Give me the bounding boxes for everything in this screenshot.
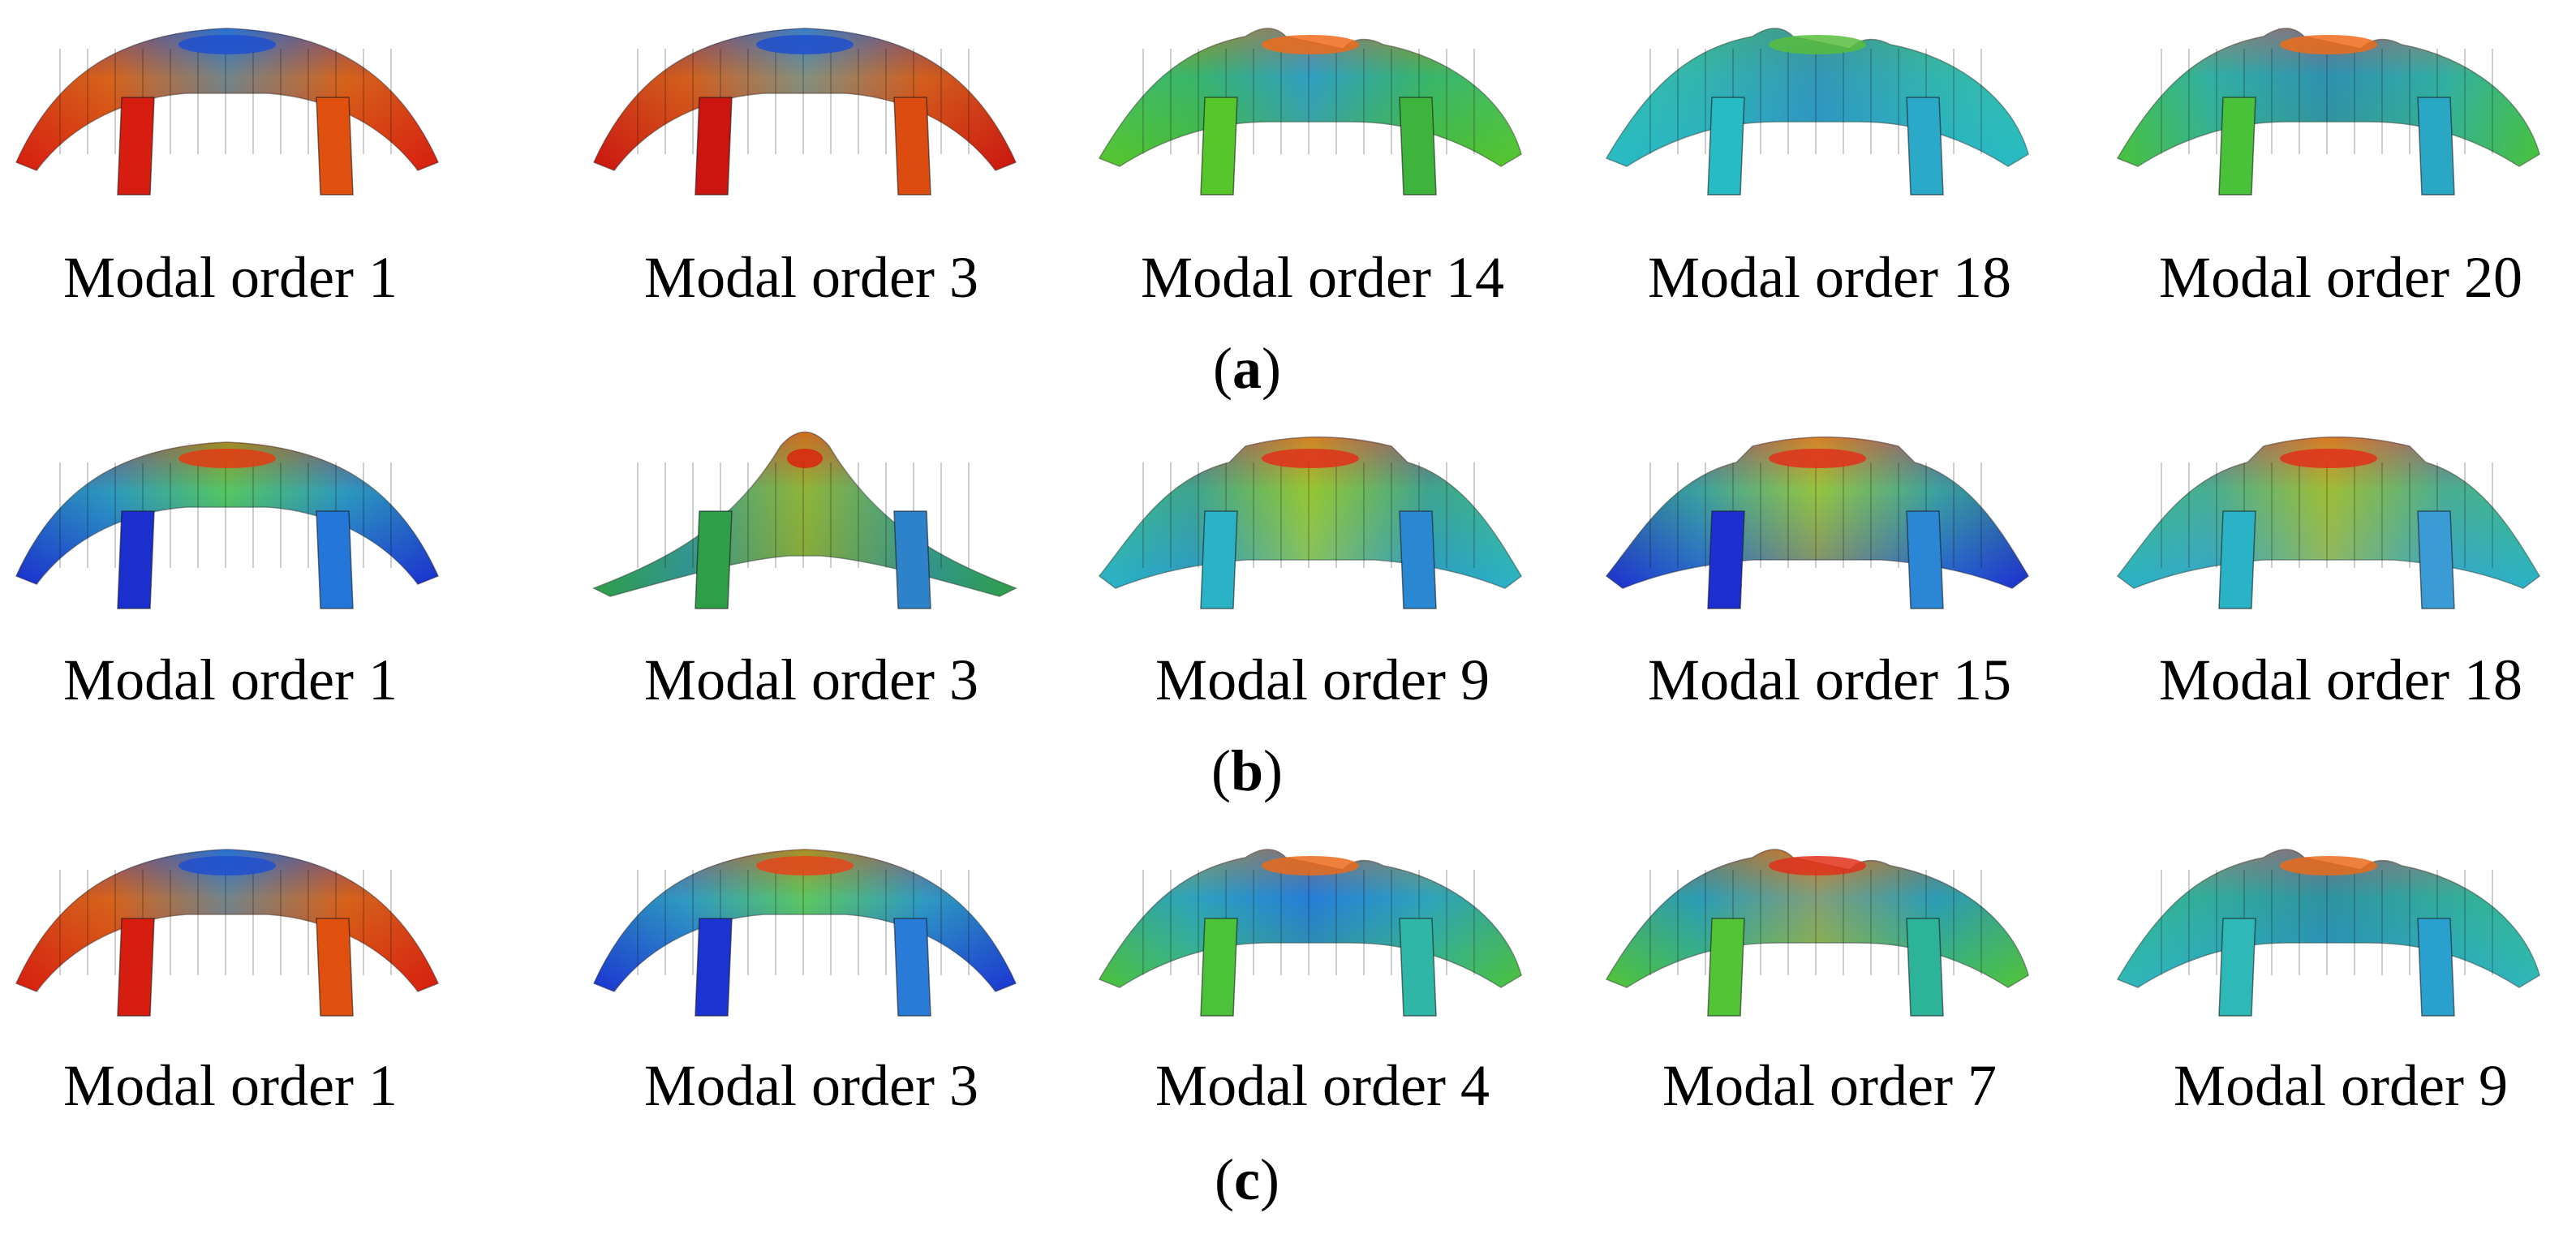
mode-label-b-5: Modal order 18 [2159, 647, 2522, 712]
mode-label-a-4: Modal order 18 [1648, 245, 2011, 310]
panel-b: Modal order 1 Modal order 3 Modal order … [0, 406, 2576, 811]
mode-label-b-1: Modal order 1 [63, 647, 398, 712]
mode-label-a-2: Modal order 3 [644, 245, 978, 310]
mode-label-c-2: Modal order 3 [644, 1053, 978, 1118]
mode-shape-b-1 [0, 414, 454, 625]
mode-label-b-4: Modal order 15 [1648, 647, 2011, 712]
caption-a: (a) [1213, 336, 1281, 401]
mode-shape-c-4 [1590, 821, 2045, 1032]
mode-shape-a-1 [0, 0, 454, 211]
mode-shape-c-1 [0, 821, 454, 1032]
mode-label-b-2: Modal order 3 [644, 647, 978, 712]
mode-label-c-3: Modal order 4 [1155, 1053, 1490, 1118]
mode-shape-a-5 [2101, 0, 2556, 211]
panel-a: Modal order 1 Modal order 3 Modal order … [0, 0, 2576, 406]
mode-shape-a-4 [1590, 0, 2045, 211]
mode-label-a-1: Modal order 1 [63, 245, 398, 310]
mode-shape-c-2 [578, 821, 1032, 1032]
mode-label-c-4: Modal order 7 [1662, 1053, 1997, 1118]
mode-shape-c-5 [2101, 821, 2556, 1032]
mode-shape-b-4 [1590, 414, 2045, 625]
mode-shape-c-3 [1083, 821, 1537, 1032]
panel-c: Modal order 1 Modal order 3 Modal order … [0, 811, 2576, 1243]
mode-label-c-5: Modal order 9 [2174, 1053, 2508, 1118]
mode-shape-a-3 [1083, 0, 1537, 211]
mode-label-c-1: Modal order 1 [63, 1053, 398, 1118]
mode-label-a-3: Modal order 14 [1141, 245, 1504, 310]
mode-label-a-5: Modal order 20 [2159, 245, 2522, 310]
mode-shape-b-5 [2101, 414, 2556, 625]
caption-c: (c) [1215, 1147, 1279, 1212]
mode-shape-b-3 [1083, 414, 1537, 625]
caption-b: (b) [1211, 738, 1283, 803]
mode-shape-b-2 [578, 414, 1032, 625]
mode-shape-a-2 [578, 0, 1032, 211]
mode-label-b-3: Modal order 9 [1155, 647, 1490, 712]
